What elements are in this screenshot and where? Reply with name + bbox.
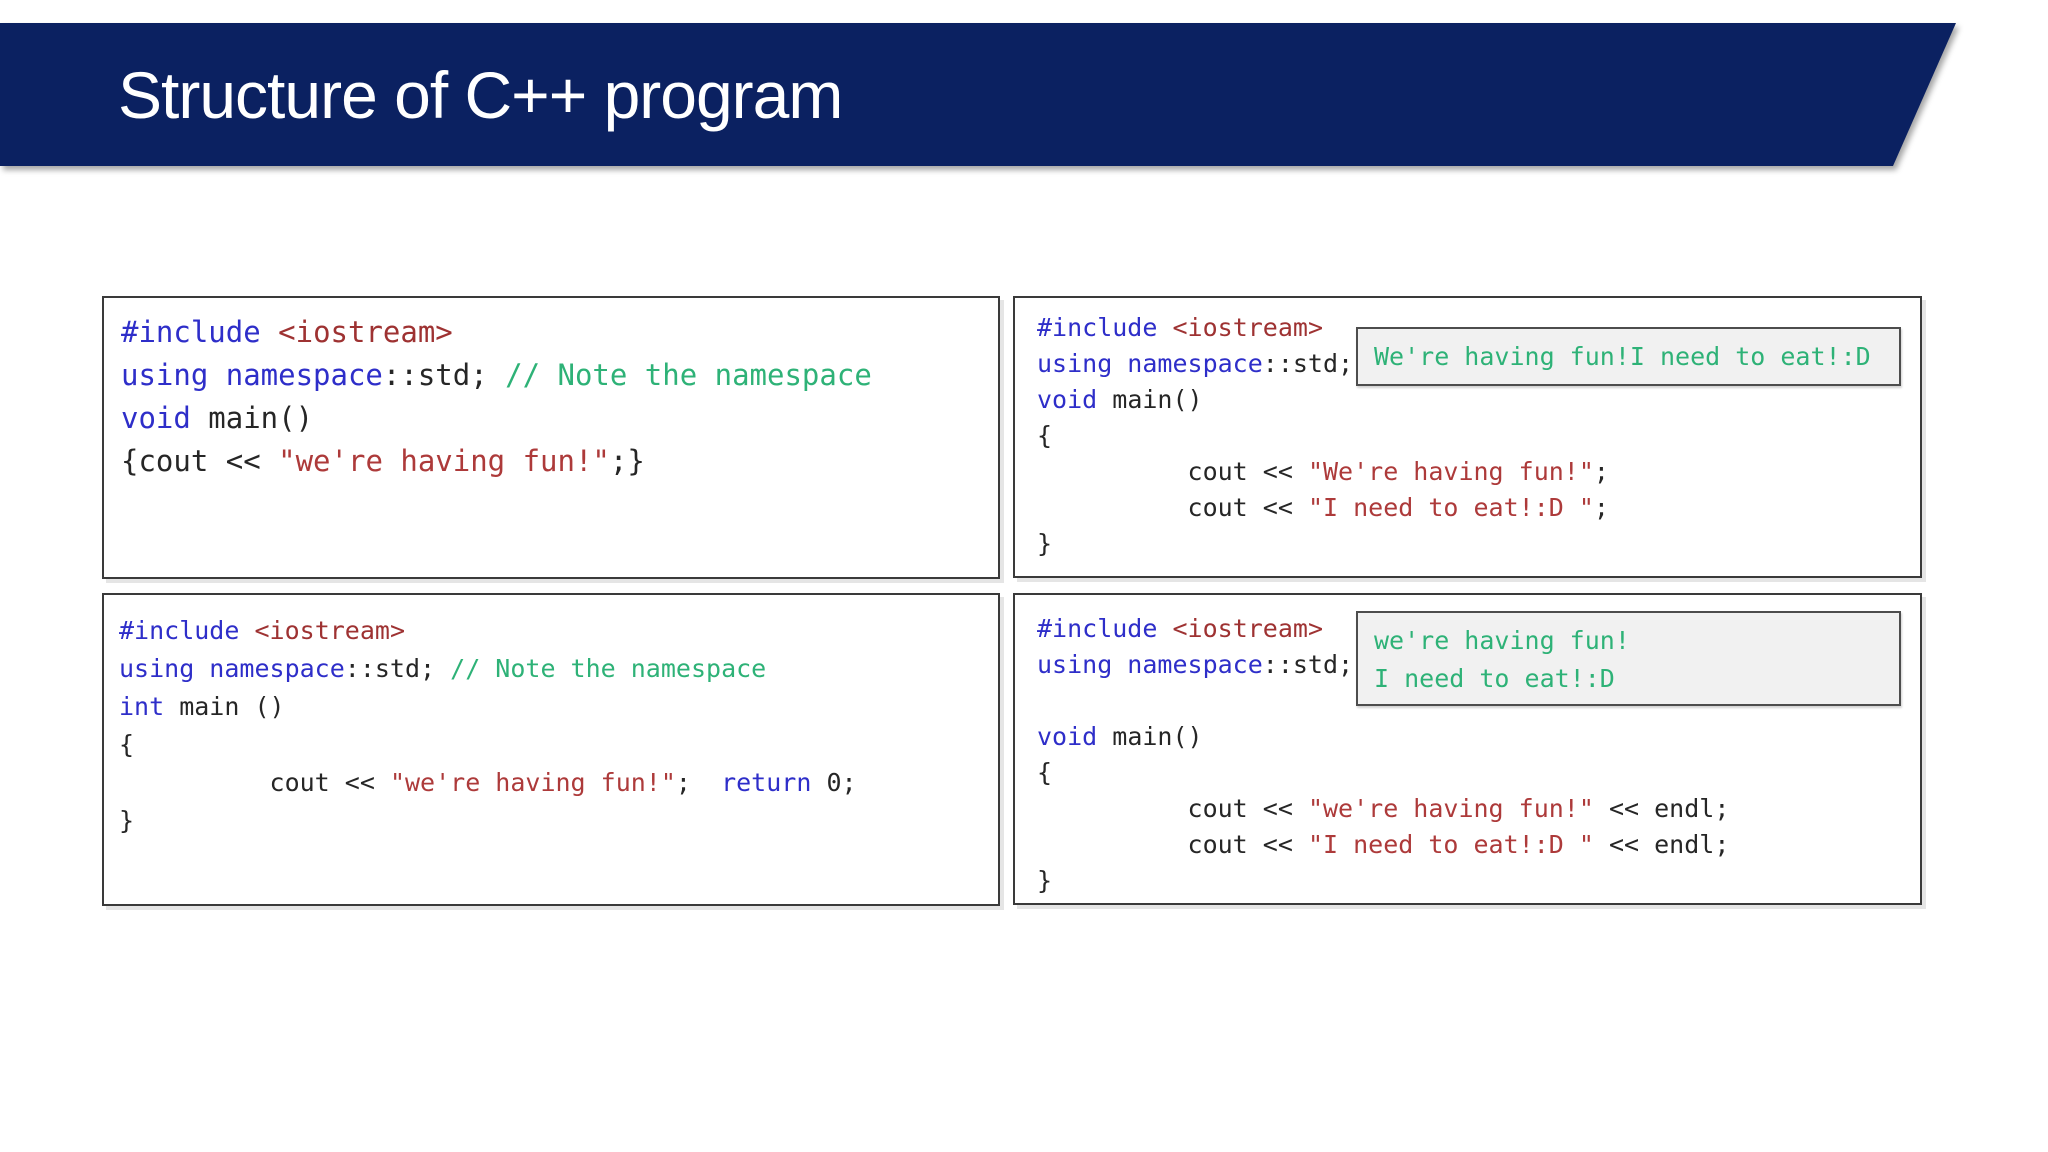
code-line: } (1037, 863, 1912, 899)
code-token: using namespace (119, 654, 345, 683)
title-banner-shadow: Structure of C++ program (0, 23, 2048, 166)
code-token: << endl; (1593, 794, 1730, 823)
code-token: { (1037, 758, 1053, 787)
code-token: <iostream> (278, 315, 453, 349)
code-token: ; (675, 768, 722, 797)
code-token: <iostream> (1172, 313, 1323, 342)
code-token: void (1037, 722, 1098, 751)
code-token: 0; (811, 768, 857, 797)
code-lines: #include <iostream>using namespace::std;… (1037, 310, 1912, 562)
code-token: "we're having fun!" (1307, 794, 1594, 823)
page-title: Structure of C++ program (118, 57, 843, 132)
code-token: "I need to eat!:D " (1307, 493, 1594, 522)
code-line: #include <iostream> (119, 612, 990, 650)
code-line: using namespace::std; (1037, 346, 1912, 382)
code-token: #include (1037, 313, 1158, 342)
code-line: cout << "I need to eat!:D " << endl; (1037, 827, 1912, 863)
code-token: ; (1593, 457, 1609, 486)
code-line: cout << "We're having fun!"; (1037, 454, 1912, 490)
output-line: We're having fun!I need to eat!:D (1374, 341, 1871, 371)
code-token: int (119, 692, 165, 721)
code-token: void (121, 401, 191, 435)
code-token (1157, 614, 1172, 643)
code-token: "I need to eat!:D " (1307, 830, 1594, 859)
code-token: "we're having fun!" (389, 768, 676, 797)
code-line: using namespace::std; // Note the namesp… (119, 650, 990, 688)
code-line: { (1037, 418, 1912, 454)
code-token: void (1037, 385, 1098, 414)
code-token: { (1037, 421, 1053, 450)
code-token: ::std; (344, 654, 451, 683)
code-token: #include (1037, 614, 1158, 643)
code-token: main() (190, 401, 314, 435)
code-lines: #include <iostream>using namespace::std;… (121, 311, 990, 483)
code-line: void main() (1037, 719, 1912, 755)
code-line: } (1037, 526, 1912, 562)
code-line: cout << "I need to eat!:D "; (1037, 490, 1912, 526)
code-token: "we're having fun!" (278, 444, 610, 478)
code-line: cout << "we're having fun!" << endl; (1037, 791, 1912, 827)
code-box-bottom-left: #include <iostream>using namespace::std;… (102, 593, 1000, 906)
code-line: } (119, 802, 990, 840)
code-token: // Note the namespace (505, 358, 872, 392)
code-token: << endl; (1593, 830, 1730, 859)
code-token (1157, 313, 1172, 342)
code-token: ::std; (1262, 650, 1354, 679)
code-box-bottom-right: #include <iostream>using namespace::std;… (1013, 593, 1922, 905)
code-box-top-right: #include <iostream>using namespace::std;… (1013, 296, 1922, 578)
output-line: I need to eat!:D (1374, 664, 1615, 693)
code-token (239, 616, 254, 645)
code-token: #include (121, 315, 261, 349)
code-line: void main() (1037, 382, 1912, 418)
code-token: <iostream> (1172, 614, 1323, 643)
code-token: using namespace (1037, 650, 1263, 679)
code-token: } (1037, 529, 1053, 558)
code-line: cout << "we're having fun!"; return 0; (119, 764, 990, 802)
title-banner: Structure of C++ program (0, 23, 1956, 166)
code-token: using namespace (1037, 349, 1263, 378)
code-token (261, 315, 278, 349)
code-token: cout << (1037, 794, 1308, 823)
code-line: void main() (121, 397, 990, 440)
code-token: return (721, 768, 812, 797)
program-output-lines: We're having fun!I need to eat!:D (1374, 338, 1871, 376)
code-line: #include <iostream> (1037, 611, 1912, 647)
code-token: // Note the namespace (450, 654, 767, 683)
code-token: } (1037, 866, 1053, 895)
program-output-lines: we're having fun! I need to eat!:D (1374, 622, 1899, 698)
code-line: int main () (119, 688, 990, 726)
code-line: using namespace::std; // Note the namesp… (121, 354, 990, 397)
code-token: ::std; (382, 358, 506, 392)
code-token: ; (1593, 493, 1609, 522)
code-token: ::std; (1262, 349, 1354, 378)
code-token: main() (1097, 385, 1203, 414)
code-token: main() (1097, 722, 1203, 751)
code-line: { (1037, 755, 1912, 791)
program-output-box: we're having fun! I need to eat!:D (1356, 611, 1901, 706)
code-token: { (119, 730, 135, 759)
code-token: main () (164, 692, 285, 721)
code-token: "We're having fun!" (1307, 457, 1594, 486)
program-output-box: We're having fun!I need to eat!:D (1356, 327, 1901, 386)
code-token: cout << (1037, 457, 1308, 486)
output-line: we're having fun! (1374, 626, 1630, 655)
code-line: using namespace::std; (1037, 647, 1912, 683)
code-line: { (119, 726, 990, 764)
code-token: cout << (119, 768, 390, 797)
code-line: {cout << "we're having fun!";} (121, 440, 990, 483)
code-lines: #include <iostream>using namespace::std;… (1037, 611, 1912, 899)
code-token: {cout << (121, 444, 279, 478)
code-token: #include (119, 616, 240, 645)
code-line: #include <iostream> (1037, 310, 1912, 346)
code-token: <iostream> (254, 616, 405, 645)
code-token: using namespace (121, 358, 383, 392)
code-token: cout << (1037, 830, 1308, 859)
code-token: } (119, 806, 135, 835)
code-token: cout << (1037, 493, 1308, 522)
code-line: #include <iostream> (121, 311, 990, 354)
code-box-top-left: #include <iostream>using namespace::std;… (102, 296, 1000, 579)
code-token: ;} (609, 444, 645, 478)
code-lines: #include <iostream>using namespace::std;… (119, 612, 990, 840)
